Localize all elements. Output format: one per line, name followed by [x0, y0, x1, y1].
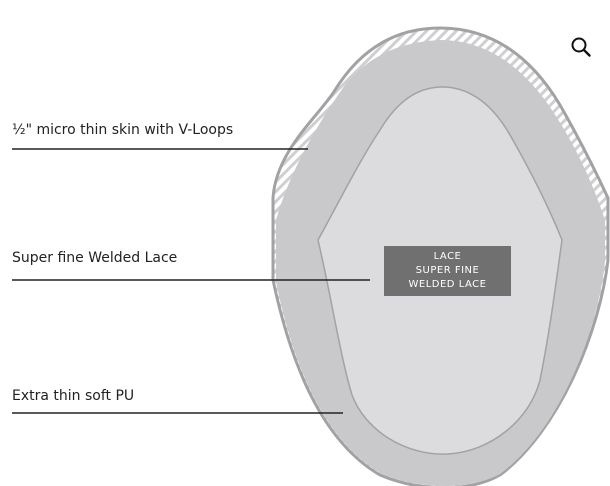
lace-info-box: LACE SUPER FINE WELDED LACE [384, 246, 511, 296]
lace-box-line2: SUPER FINE [415, 265, 480, 276]
search-button[interactable] [570, 36, 592, 58]
search-icon [571, 37, 591, 57]
pu-layer-label: Extra thin soft PU [12, 388, 135, 404]
lace-box-line3: WELDED LACE [408, 279, 487, 290]
skin-layer-label: ½" micro thin skin with V-Loops [12, 122, 234, 138]
lace-box-line1: LACE [433, 251, 462, 262]
lace-layer-label: Super fine Welded Lace [12, 250, 178, 266]
